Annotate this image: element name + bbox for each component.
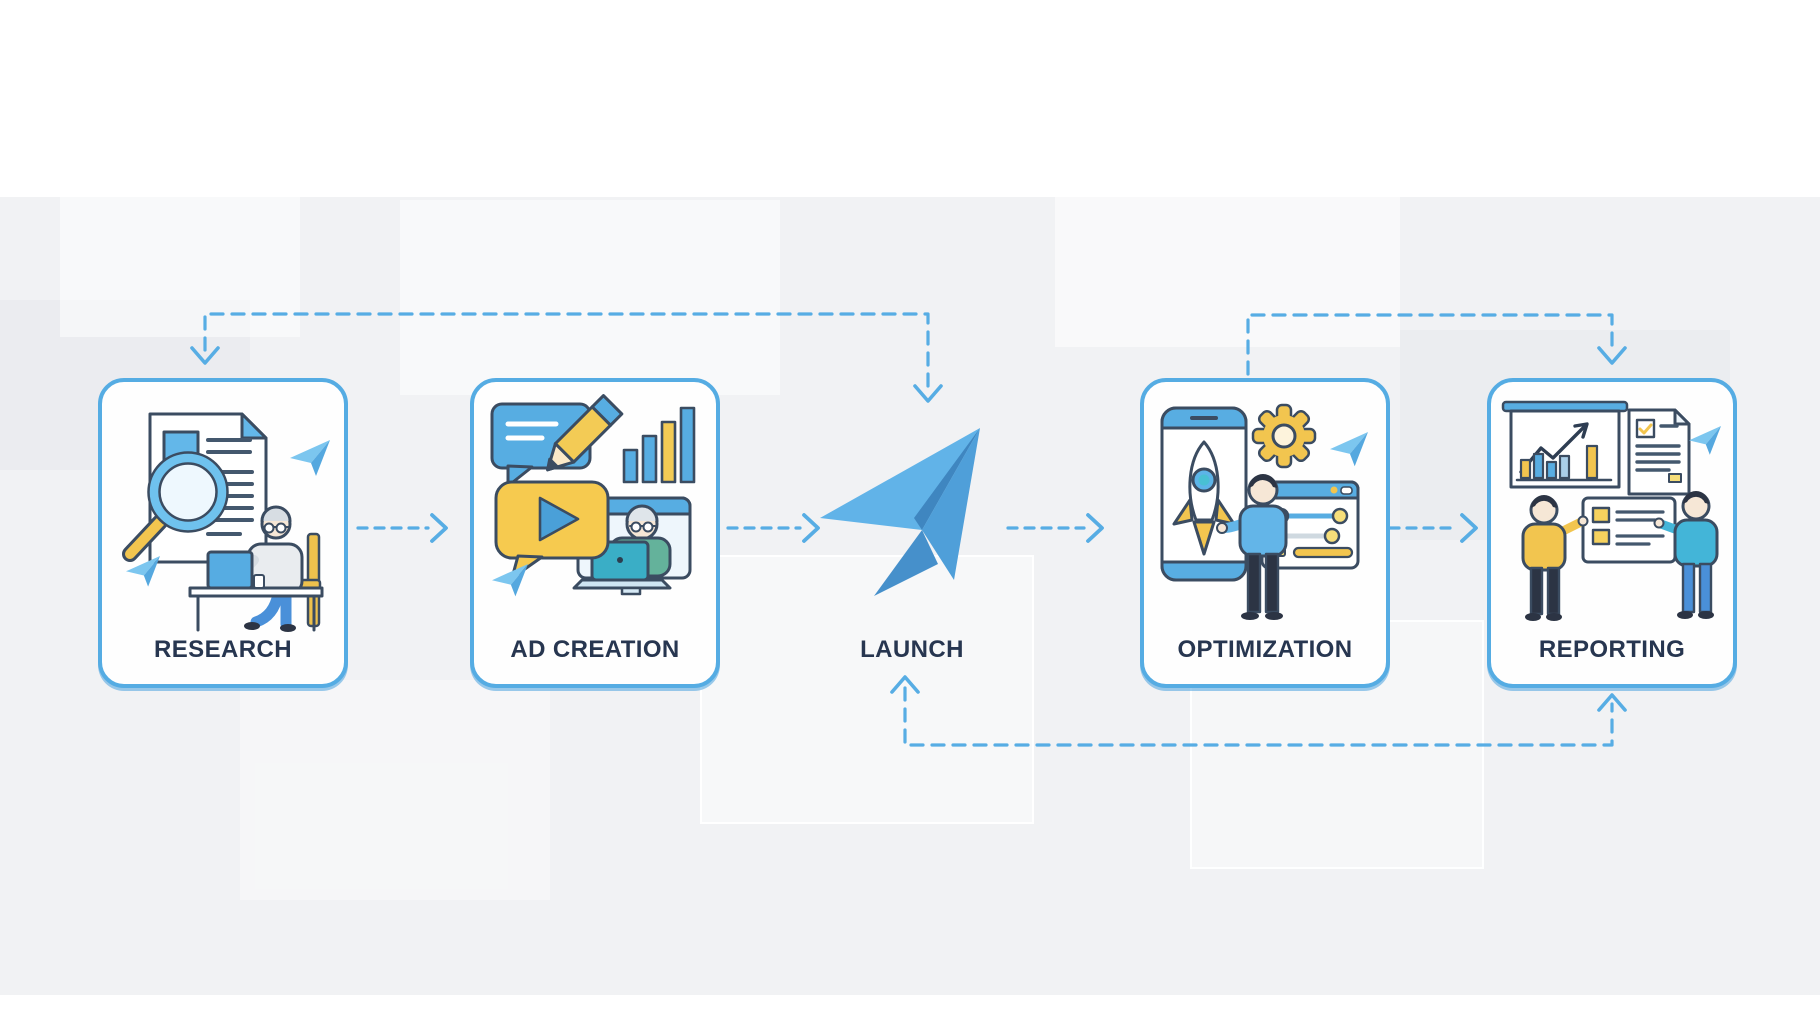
- presenter-icon: [1521, 495, 1589, 621]
- paper-plane-icon: [1689, 426, 1721, 455]
- presentation-chart-icon: [1501, 400, 1629, 489]
- stage-label-ad-creation: AD CREATION: [510, 636, 680, 663]
- presenter-icon: [1653, 491, 1719, 619]
- stage-label-optimization: OPTIMIZATION: [1177, 636, 1353, 663]
- video-play-bubble-icon: [494, 480, 610, 580]
- magnifier-icon: [122, 451, 229, 562]
- paper-plane-icon: [126, 556, 160, 587]
- stage-card-optimization: OPTIMIZATION: [1140, 378, 1390, 688]
- background-shape: [240, 680, 550, 900]
- person-icon: [1216, 474, 1288, 620]
- stage-card-reporting: REPORTING: [1487, 378, 1737, 688]
- bar-chart-icon: [622, 406, 696, 484]
- ad-creation-illustration: [490, 394, 696, 597]
- stage-label-research: RESEARCH: [154, 636, 292, 663]
- checklist-panel-icon: [1581, 496, 1677, 564]
- background-shape: [60, 197, 300, 337]
- person-at-desk-icon: [188, 505, 324, 632]
- gear-icon: [1251, 403, 1317, 469]
- paper-plane-icon: [290, 440, 330, 476]
- report-document-icon: [1627, 408, 1691, 496]
- stage-label-reporting: REPORTING: [1538, 636, 1686, 663]
- paper-plane-icon: [1330, 432, 1368, 467]
- speech-bubble-pencil-icon: [490, 394, 624, 488]
- paper-plane-icon: [492, 564, 528, 597]
- stage-card-ad-creation: AD CREATION: [470, 378, 720, 688]
- stage-label-launch: LAUNCH: [860, 636, 964, 663]
- phone-rocket-icon: [1160, 406, 1248, 582]
- reporting-illustration: [1501, 400, 1721, 621]
- paper-plane-icon: [820, 428, 980, 596]
- stage-card-research: RESEARCH: [98, 378, 348, 688]
- stage-launch: [812, 418, 1012, 668]
- research-illustration: [122, 412, 330, 632]
- optimization-illustration: [1160, 403, 1368, 620]
- background-shape: [400, 200, 780, 395]
- background-shape: [1055, 197, 1400, 347]
